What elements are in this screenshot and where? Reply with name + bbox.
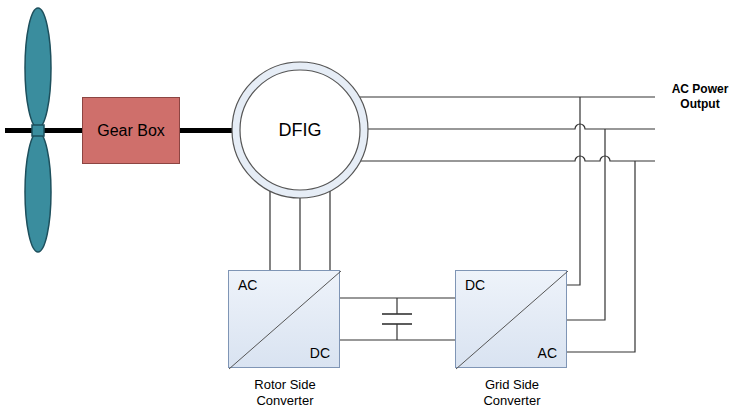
converter-caption: Grid Side Converter <box>462 377 562 409</box>
converter-port-label: DC <box>310 345 330 361</box>
gearbox-label: Gear Box <box>97 122 165 140</box>
capacitor-symbol <box>382 298 412 340</box>
shaft-connector <box>180 128 232 133</box>
converter-box: ACDCRotor Side Converter <box>228 270 340 368</box>
phase-wire <box>566 97 580 285</box>
wire-connector <box>340 298 455 340</box>
converter-port-label: DC <box>465 277 485 293</box>
converter-box: DCACGrid Side Converter <box>455 270 567 368</box>
converter-port-label: AC <box>238 277 257 293</box>
phase-wire <box>320 124 655 129</box>
converter-port-label: AC <box>538 345 557 361</box>
turbine-hub <box>32 125 44 136</box>
turbine-blade <box>25 8 51 128</box>
generator-circle: DFIG <box>231 61 369 199</box>
phase-wire <box>320 96 655 97</box>
grid-wires <box>566 97 635 352</box>
generator-label: DFIG <box>279 120 322 141</box>
phase-wire <box>566 161 635 352</box>
converter-caption: Rotor Side Converter <box>235 377 335 409</box>
gearbox-box: Gear Box <box>82 97 180 164</box>
wire-connector <box>270 191 330 270</box>
phase-wire <box>566 129 605 320</box>
turbine-blade <box>25 132 51 252</box>
output-label: AC Power Output <box>660 82 740 112</box>
